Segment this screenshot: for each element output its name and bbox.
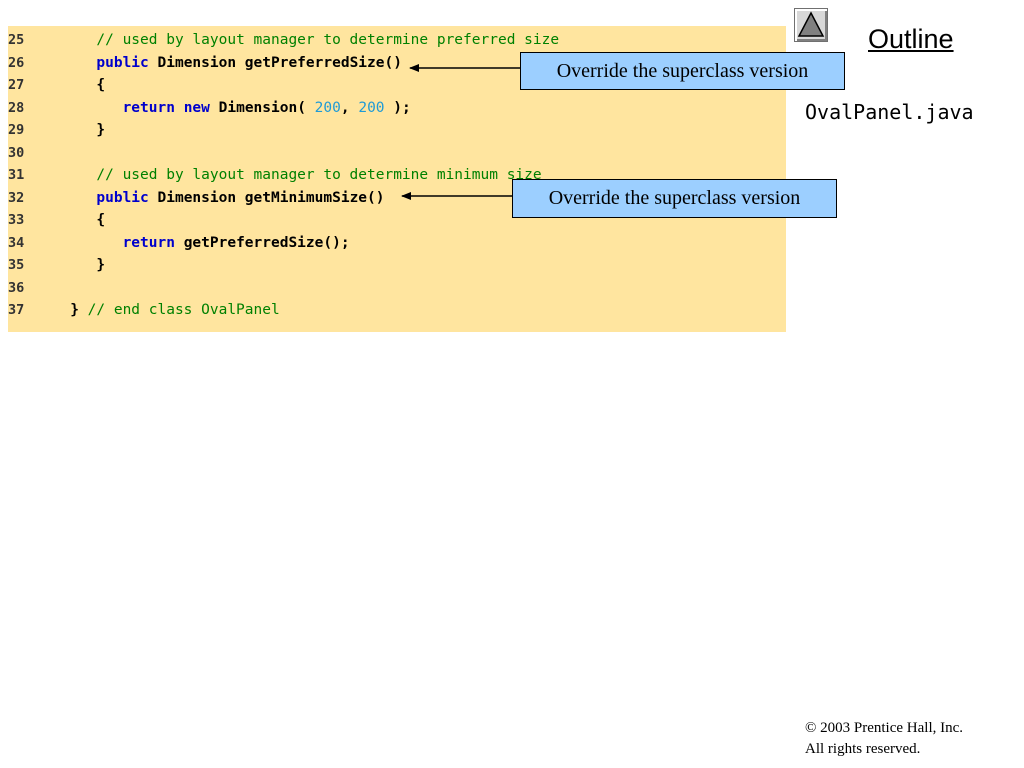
callout-override-preferred-size: Override the superclass version: [520, 52, 845, 90]
callout-override-minimum-size: Override the superclass version: [512, 179, 837, 218]
code-token: Dimension(: [209, 99, 315, 116]
code-keyword: public: [96, 189, 149, 206]
code-text: // used by layout manager to determine p…: [44, 29, 559, 51]
line-number: 25: [8, 32, 25, 48]
line-number: 34: [8, 234, 25, 251]
code-keyword: new: [183, 99, 210, 116]
up-triangle-icon: [797, 11, 825, 37]
code-text: {: [44, 209, 105, 231]
line-number: 30: [8, 144, 25, 161]
line-number: 31: [8, 167, 25, 183]
outline-link[interactable]: Outline: [868, 24, 954, 54]
code-token: );: [384, 99, 411, 116]
code-token: ,: [340, 99, 359, 116]
code-token: {: [44, 212, 106, 228]
code-keyword: return: [122, 99, 175, 116]
line-number: 32: [8, 189, 25, 206]
code-token: }: [44, 122, 106, 138]
code-text: }: [44, 119, 105, 141]
line-number: 33: [8, 212, 25, 228]
code-token: }: [44, 257, 106, 273]
code-comment: // end class OvalPanel: [87, 302, 280, 318]
line-number: 27: [8, 77, 25, 93]
code-number: 200: [314, 99, 341, 116]
file-name-label: OvalPanel.java: [805, 100, 974, 124]
code-token: Dimension getPreferredSize(): [148, 54, 402, 71]
code-number: 200: [358, 99, 385, 116]
code-token: {: [44, 77, 106, 93]
line-number: 29: [8, 122, 25, 138]
code-text: return getPreferredSize();: [44, 232, 350, 254]
copyright-line-1: © 2003 Prentice Hall, Inc.: [805, 720, 964, 736]
code-keyword: public: [96, 54, 149, 71]
copyright-line-2: All rights reserved.: [805, 741, 921, 757]
code-text: public Dimension getPreferredSize(): [44, 52, 402, 74]
line-number: 36: [8, 279, 25, 296]
code-text: return new Dimension( 200, 200 );: [44, 97, 411, 119]
code-text: {: [44, 74, 105, 96]
previous-slide-button[interactable]: [794, 8, 828, 42]
code-text: public Dimension getMinimumSize(): [44, 187, 384, 209]
line-number: 26: [8, 54, 25, 71]
code-token: Dimension getMinimumSize(): [148, 189, 385, 206]
code-comment: // used by layout manager to determine p…: [96, 32, 560, 48]
line-number: 28: [8, 99, 25, 116]
line-number: 37: [8, 302, 25, 318]
code-token: }: [44, 302, 88, 318]
code-text: } // end class OvalPanel: [44, 299, 280, 321]
code-keyword: return: [122, 234, 175, 251]
line-number: 35: [8, 257, 25, 273]
copyright-notice: © 2003 Prentice Hall, Inc. All rights re…: [805, 718, 963, 760]
code-token: getPreferredSize();: [174, 234, 350, 251]
code-text: }: [44, 254, 105, 276]
